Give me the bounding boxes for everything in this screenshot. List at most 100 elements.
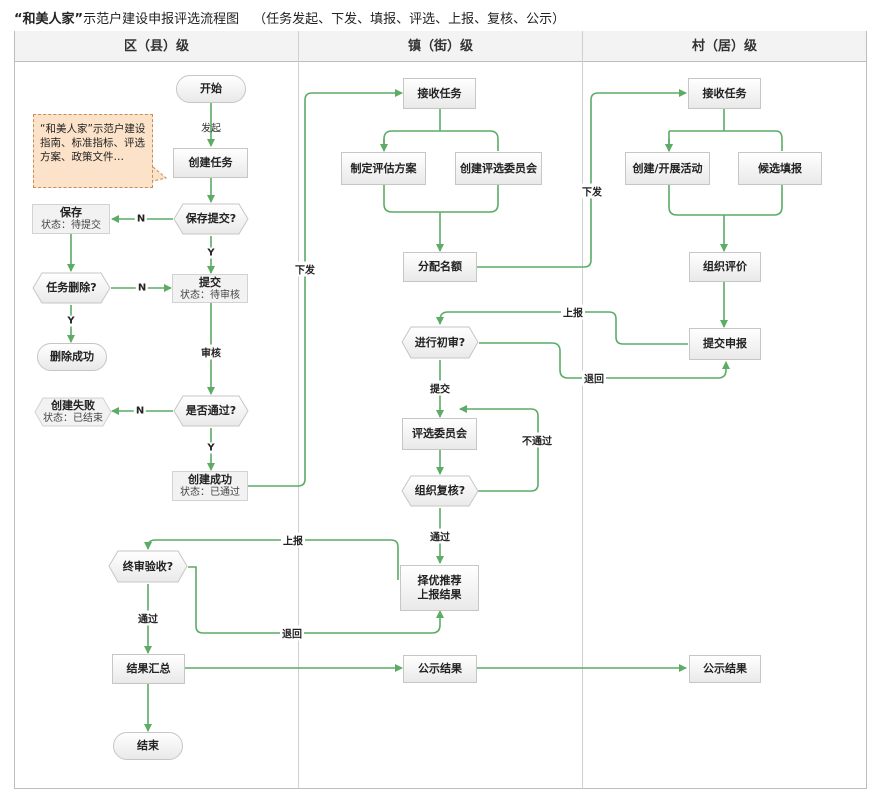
result-summary-node[interactable]: 结果汇总: [112, 654, 185, 684]
initial-review-decision[interactable]: 进行初审?: [401, 326, 479, 359]
reference-note: “和美人家”示范户建设指南、标准指标、评选方案、政策文件…: [33, 114, 153, 188]
candidate-fill-node[interactable]: 候选填报: [738, 152, 822, 185]
organize-recheck-decision[interactable]: 组织复核?: [401, 475, 479, 507]
selection-committee-node[interactable]: 评选委员会: [402, 418, 477, 450]
lane-header-district: 区（县）级: [15, 31, 298, 62]
edge-label-initiate: 发起: [201, 123, 221, 135]
edge-label-n3: N: [133, 405, 147, 417]
edge-quota-to-village-receive: [477, 89, 687, 268]
save-node[interactable]: 保存 状态：待提交: [32, 204, 110, 234]
create-success-status: 状态：已通过: [180, 487, 240, 498]
edge-label-return-1: 退回: [582, 370, 606, 386]
village-publish-node[interactable]: 公示结果: [689, 655, 761, 683]
start-node[interactable]: 开始: [176, 75, 246, 103]
create-success-node[interactable]: 创建成功 状态：已通过: [172, 471, 248, 501]
task-delete-label: 任务删除?: [46, 281, 97, 294]
edge-label-not-pass: 不通过: [520, 432, 554, 448]
final-accept-decision[interactable]: 终审验收?: [108, 550, 188, 583]
result-summary-label: 结果汇总: [126, 662, 171, 675]
edge-recheck-to-committee: [459, 405, 539, 492]
title-main: “和美人家”: [14, 12, 84, 27]
edge-success-to-town-receive: [248, 89, 403, 487]
edge-label-n1: N: [134, 213, 148, 225]
lane-header-village: 村（居）级: [583, 31, 866, 62]
edge-label-pass-2: 通过: [136, 610, 160, 626]
allocate-quota-label: 分配名额: [418, 260, 462, 273]
submit-label: 提交: [199, 275, 221, 289]
edge-label-issue-2: 下发: [580, 183, 604, 199]
candidate-fill-label: 候选填报: [758, 161, 802, 175]
create-activity-label: 创建/开展活动: [632, 161, 703, 175]
initial-review-label: 进行初审?: [414, 335, 466, 349]
edge-label-y3: Y: [205, 442, 217, 454]
allocate-quota-node[interactable]: 分配名额: [403, 252, 477, 282]
create-fail-status: 状态：已结束: [43, 412, 103, 424]
edge-label-report-2: 上报: [281, 532, 305, 548]
edge-branches-to-eval: [668, 185, 783, 251]
task-delete-decision[interactable]: 任务删除?: [32, 272, 111, 304]
note-pointer: [152, 166, 168, 182]
selection-committee-label: 评选委员会: [412, 427, 467, 440]
submit-status: 状态：待审核: [180, 289, 240, 301]
create-fail-node[interactable]: 创建失败 状态：已结束: [34, 397, 112, 427]
lane-header-town: 镇（街）级: [299, 31, 582, 62]
edge-label-submit: 提交: [428, 380, 452, 396]
edge-init-q-return: [479, 342, 730, 379]
recommend-report-node[interactable]: 择优推荐 上报结果: [400, 565, 479, 611]
edge-label-y2: Y: [65, 315, 77, 327]
delete-success-node[interactable]: 删除成功: [37, 343, 107, 371]
edge-label-report-1: 上报: [561, 304, 585, 320]
organize-eval-label: 组织评价: [703, 260, 747, 273]
create-committee-node[interactable]: 创建评选委员会: [455, 152, 542, 185]
save-status: 状态：待提交: [41, 220, 101, 231]
submit-report-node[interactable]: 提交申报: [689, 328, 761, 360]
edge-label-n2: N: [135, 282, 149, 294]
make-plan-node[interactable]: 制定评估方案: [341, 152, 426, 185]
submit-report-label: 提交申报: [703, 337, 747, 350]
create-task-label: 创建任务: [188, 156, 233, 169]
save-submit-label: 保存提交?: [185, 212, 237, 225]
create-success-label: 创建成功: [188, 473, 232, 486]
edge-village-receive-to-branches: [669, 109, 783, 151]
pass-label: 是否通过?: [185, 404, 237, 417]
create-committee-label: 创建评选委员会: [460, 161, 537, 175]
recommend-label-line2: 上报结果: [417, 588, 462, 601]
submit-node[interactable]: 提交 状态：待审核: [172, 274, 248, 303]
town-publish-node[interactable]: 公示结果: [403, 655, 477, 683]
make-plan-label: 制定评估方案: [350, 161, 417, 175]
end-label: 结束: [137, 739, 159, 752]
village-receive-task-node[interactable]: 接收任务: [688, 78, 761, 109]
edge-label-review: 审核: [199, 344, 223, 360]
edge-label-y1: Y: [205, 247, 217, 259]
lane-divider: [582, 31, 583, 789]
end-node[interactable]: 结束: [113, 732, 183, 760]
lane-divider: [298, 31, 299, 789]
edge-label-return-2: 退回: [280, 625, 304, 641]
title-rest: 示范户建设申报评选流程图: [83, 12, 240, 27]
edge-final-q-return: [188, 566, 444, 634]
save-submit-decision[interactable]: 保存提交?: [173, 203, 249, 235]
village-publish-label: 公示结果: [703, 662, 747, 675]
delete-success-label: 删除成功: [50, 350, 94, 363]
final-accept-label: 终审验收?: [122, 559, 174, 573]
town-receive-task-node[interactable]: 接收任务: [403, 78, 476, 109]
title-subtitle: （任务发起、下发、填报、评选、上报、复核、公示）: [253, 12, 566, 27]
edge-recommend-to-final-q: [144, 539, 399, 580]
create-fail-label: 创建失败: [51, 398, 95, 412]
organize-recheck-label: 组织复核?: [414, 484, 466, 497]
start-label: 开始: [200, 82, 222, 95]
diagram-title: “和美人家”示范户建设申报评选流程图 （任务发起、下发、填报、评选、上报、复核、公…: [14, 8, 565, 27]
recommend-label-line1: 择优推荐: [417, 574, 462, 587]
create-activity-node[interactable]: 创建/开展活动: [625, 152, 710, 185]
create-task-node[interactable]: 创建任务: [173, 148, 248, 178]
town-receive-task-label: 接收任务: [417, 86, 462, 100]
organize-eval-node[interactable]: 组织评价: [689, 252, 761, 282]
town-publish-label: 公示结果: [418, 662, 462, 675]
edge-label-pass-1: 通过: [428, 528, 452, 544]
edge-label-issue-1: 下发: [293, 261, 317, 277]
edge-submit-report-to-init-q: [436, 311, 688, 345]
edge-town-receive-to-plan: [383, 109, 499, 151]
pass-decision[interactable]: 是否通过?: [173, 395, 249, 427]
edge-plan-to-quota: [383, 185, 499, 251]
village-receive-task-label: 接收任务: [702, 86, 747, 100]
